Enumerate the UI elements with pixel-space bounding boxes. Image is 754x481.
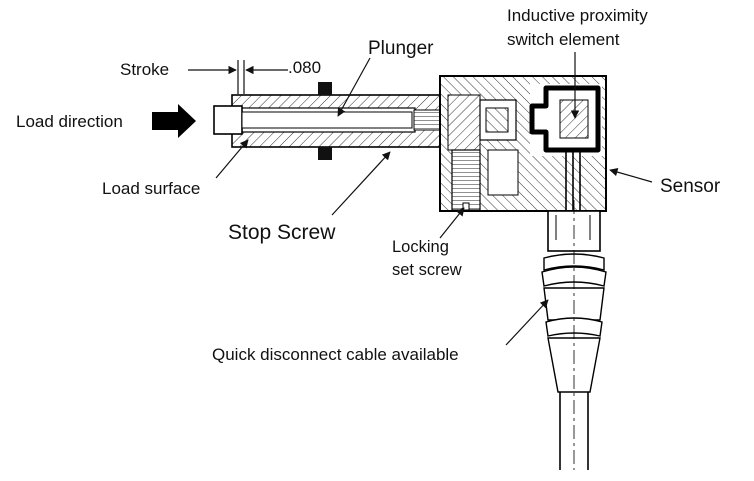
cable-connector <box>541 200 607 470</box>
stroke-label: Stroke <box>120 60 169 79</box>
plunger-label: Plunger <box>368 38 434 59</box>
stroke-dimension <box>188 60 288 94</box>
stop-screw-label: Stop Screw <box>228 221 336 244</box>
sensor-leader <box>609 168 653 183</box>
locknut-bottom <box>318 147 332 160</box>
locking-label-line2: set screw <box>392 261 462 279</box>
cable-leader <box>505 299 549 346</box>
sensor-label: Sensor <box>660 176 721 197</box>
stroke-value-label: .080 <box>288 58 321 77</box>
locking-leader <box>439 207 465 239</box>
inductive-label-line1: Inductive proximity <box>507 6 648 25</box>
stop-screw-leader <box>331 151 391 216</box>
load-direction-arrow <box>152 104 196 138</box>
inductive-label-line2: switch element <box>507 30 620 49</box>
locknut-top <box>318 82 332 95</box>
locking-label-line1: Locking <box>392 238 449 256</box>
load-surface-label: Load surface <box>102 179 200 198</box>
load-surface-leader <box>215 139 249 179</box>
plunger <box>213 105 413 135</box>
plunger-leader <box>337 57 371 117</box>
load-direction-label: Load direction <box>16 112 123 131</box>
cable-label: Quick disconnect cable available <box>212 345 459 364</box>
inductive-element <box>529 84 602 210</box>
